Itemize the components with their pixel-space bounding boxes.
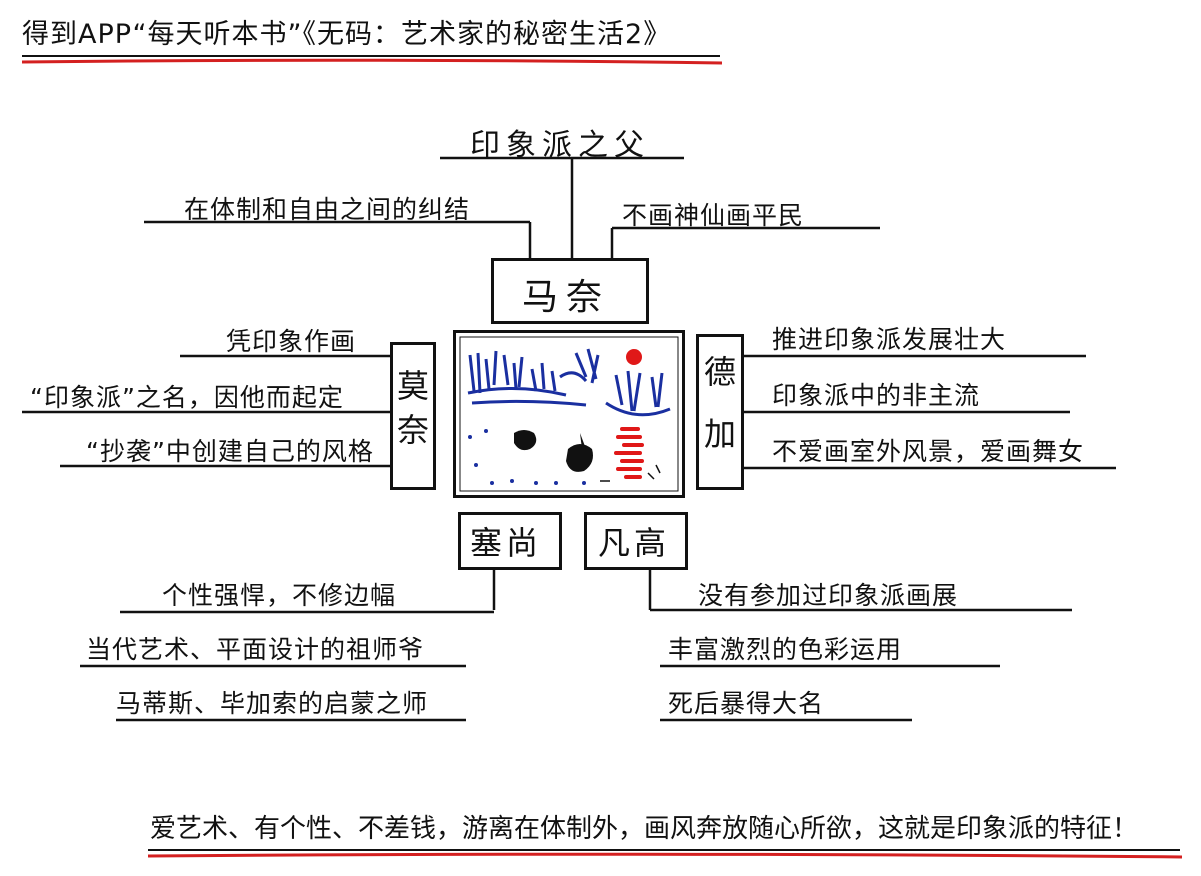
degas-name-char-1: 德 (703, 353, 736, 391)
monet-point-3: “抄袭”中创建自己的风格 (86, 437, 374, 466)
monet-point-2: “印象派”之名，因他而起定 (30, 383, 344, 412)
painting-frame (453, 330, 685, 498)
cezanne-point-1: 个性强悍，不修边幅 (162, 581, 397, 610)
cezanne-box (458, 512, 562, 570)
degas-point-3: 不爱画室外风景，爱画舞女 (772, 437, 1085, 466)
monet-name-char-1: 莫 (396, 367, 429, 405)
root-right-branch: 不画神仙画平民 (622, 201, 805, 230)
degas-name-char-2: 加 (703, 415, 736, 453)
degas-point-2: 印象派中的非主流 (772, 381, 981, 410)
vangogh-point-1: 没有参加过印象派画展 (698, 581, 959, 610)
root-left-branch: 在体制和自由之间的纠结 (184, 195, 471, 224)
cezanne-point-2: 当代艺术、平面设计的祖师爷 (86, 635, 425, 664)
vangogh-box (584, 512, 688, 570)
vangogh-point-2: 丰富激烈的色彩运用 (668, 635, 903, 664)
degas-point-1: 推进印象派发展壮大 (772, 325, 1007, 354)
cezanne-name: 塞尚 (470, 524, 543, 562)
monet-name: 莫 奈 (393, 364, 433, 452)
vangogh-point-3: 死后暴得大名 (668, 689, 825, 718)
monet-point-1: 凭印象作画 (226, 327, 357, 356)
monet-name-char-2: 奈 (396, 411, 429, 449)
manet-box (491, 258, 649, 324)
degas-box (696, 334, 744, 490)
manet-name: 马奈 (522, 277, 611, 318)
cezanne-point-3: 马蒂斯、毕加索的启蒙之师 (116, 689, 429, 718)
degas-name: 德 加 (700, 350, 740, 456)
painting-image (459, 336, 679, 492)
page-title: 得到APP“每天听本书”《无码：艺术家的秘密生活2》 (22, 19, 672, 50)
monet-box (390, 342, 436, 490)
vangogh-name: 凡高 (598, 524, 671, 562)
root-label: 印象派之父 (470, 128, 650, 163)
summary-footer: 爱艺术、有个性、不差钱，游离在体制外，画风奔放随心所欲，这就是印象派的特征！ (150, 814, 1139, 844)
